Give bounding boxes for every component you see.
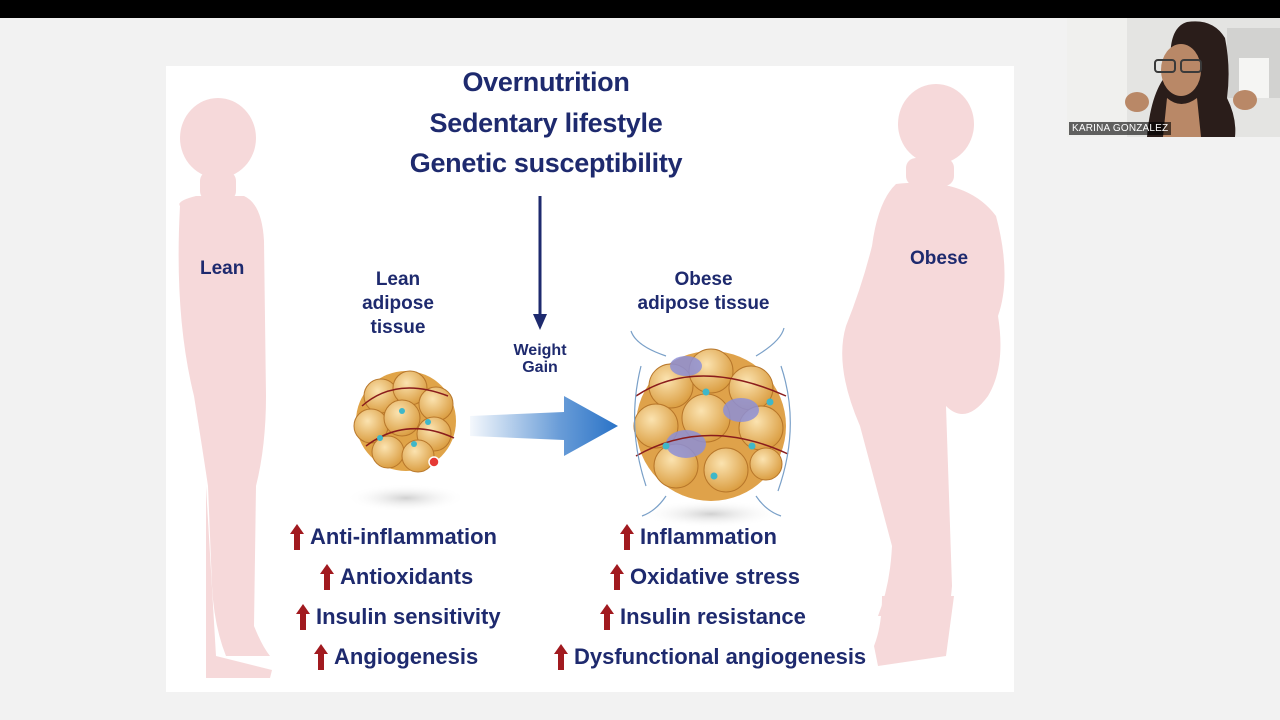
- obese-effect-label: Insulin resistance: [620, 604, 806, 629]
- lean-effect-label: Insulin sensitivity: [316, 604, 501, 629]
- lean-effect-item: Anti-inflammation: [290, 524, 497, 550]
- lean-effect-item: Insulin sensitivity: [296, 604, 501, 630]
- up-arrow-icon: [554, 644, 568, 670]
- top-black-bar: [0, 0, 1280, 18]
- up-arrow-icon: [610, 564, 624, 590]
- lean-effect-label: Antioxidants: [340, 564, 474, 589]
- up-arrow-icon: [620, 524, 634, 550]
- obese-effect-label: Inflammation: [640, 524, 777, 549]
- obese-effect-item: Oxidative stress: [610, 564, 800, 590]
- obese-label: Obese: [910, 248, 969, 269]
- lean-tissue-shadow: [346, 484, 466, 512]
- cause-genetic-susceptibility: Genetic susceptibility: [409, 148, 683, 178]
- lean-effect-item: Angiogenesis: [314, 644, 478, 670]
- cause-sedentary-lifestyle: Sedentary lifestyle: [429, 108, 663, 138]
- obese-effect-label: Dysfunctional angiogenesis: [574, 644, 867, 669]
- cause-overnutrition: Overnutrition: [462, 67, 630, 97]
- up-arrow-icon: [296, 604, 310, 630]
- weight-gain-label: Weight Gain: [513, 342, 567, 376]
- lean-adipose-tissue-label: Lean adipose tissue: [362, 269, 434, 338]
- lean-person-silhouette: [178, 98, 272, 678]
- lean-effect-label: Anti-inflammation: [310, 524, 497, 549]
- causes-down-arrow: [533, 196, 547, 330]
- lean-effect-item: Antioxidants: [320, 564, 473, 590]
- slide-illustration: [178, 84, 1005, 678]
- obese-effect-label: Oxidative stress: [630, 564, 800, 589]
- obese-effect-item: Dysfunctional angiogenesis: [554, 644, 866, 670]
- weight-gain-arrow: [470, 396, 618, 456]
- obese-effect-item: Insulin resistance: [600, 604, 806, 630]
- obese-tissue-shadow: [641, 500, 781, 528]
- obese-adipose-tissue-image: [630, 327, 791, 517]
- up-arrow-icon: [314, 644, 328, 670]
- lean-effect-label: Angiogenesis: [334, 644, 479, 669]
- obese-person-silhouette: [842, 84, 1005, 666]
- up-arrow-icon: [290, 524, 304, 550]
- participant-name-label: KARINA GONZALEZ: [1069, 122, 1172, 135]
- obese-effect-item: Inflammation: [620, 524, 777, 550]
- participant-video-tile[interactable]: KARINA GONZALEZ: [1067, 18, 1280, 137]
- up-arrow-icon: [600, 604, 614, 630]
- lean-adipose-tissue-image: [353, 370, 456, 473]
- up-arrow-icon: [320, 564, 334, 590]
- lean-label: Lean: [200, 258, 245, 279]
- presentation-slide: Overnutrition Sedentary lifestyle Geneti…: [166, 66, 1014, 692]
- participant-video-frame: [1067, 18, 1280, 137]
- obese-adipose-tissue-label: Obese adipose tissue: [637, 269, 770, 314]
